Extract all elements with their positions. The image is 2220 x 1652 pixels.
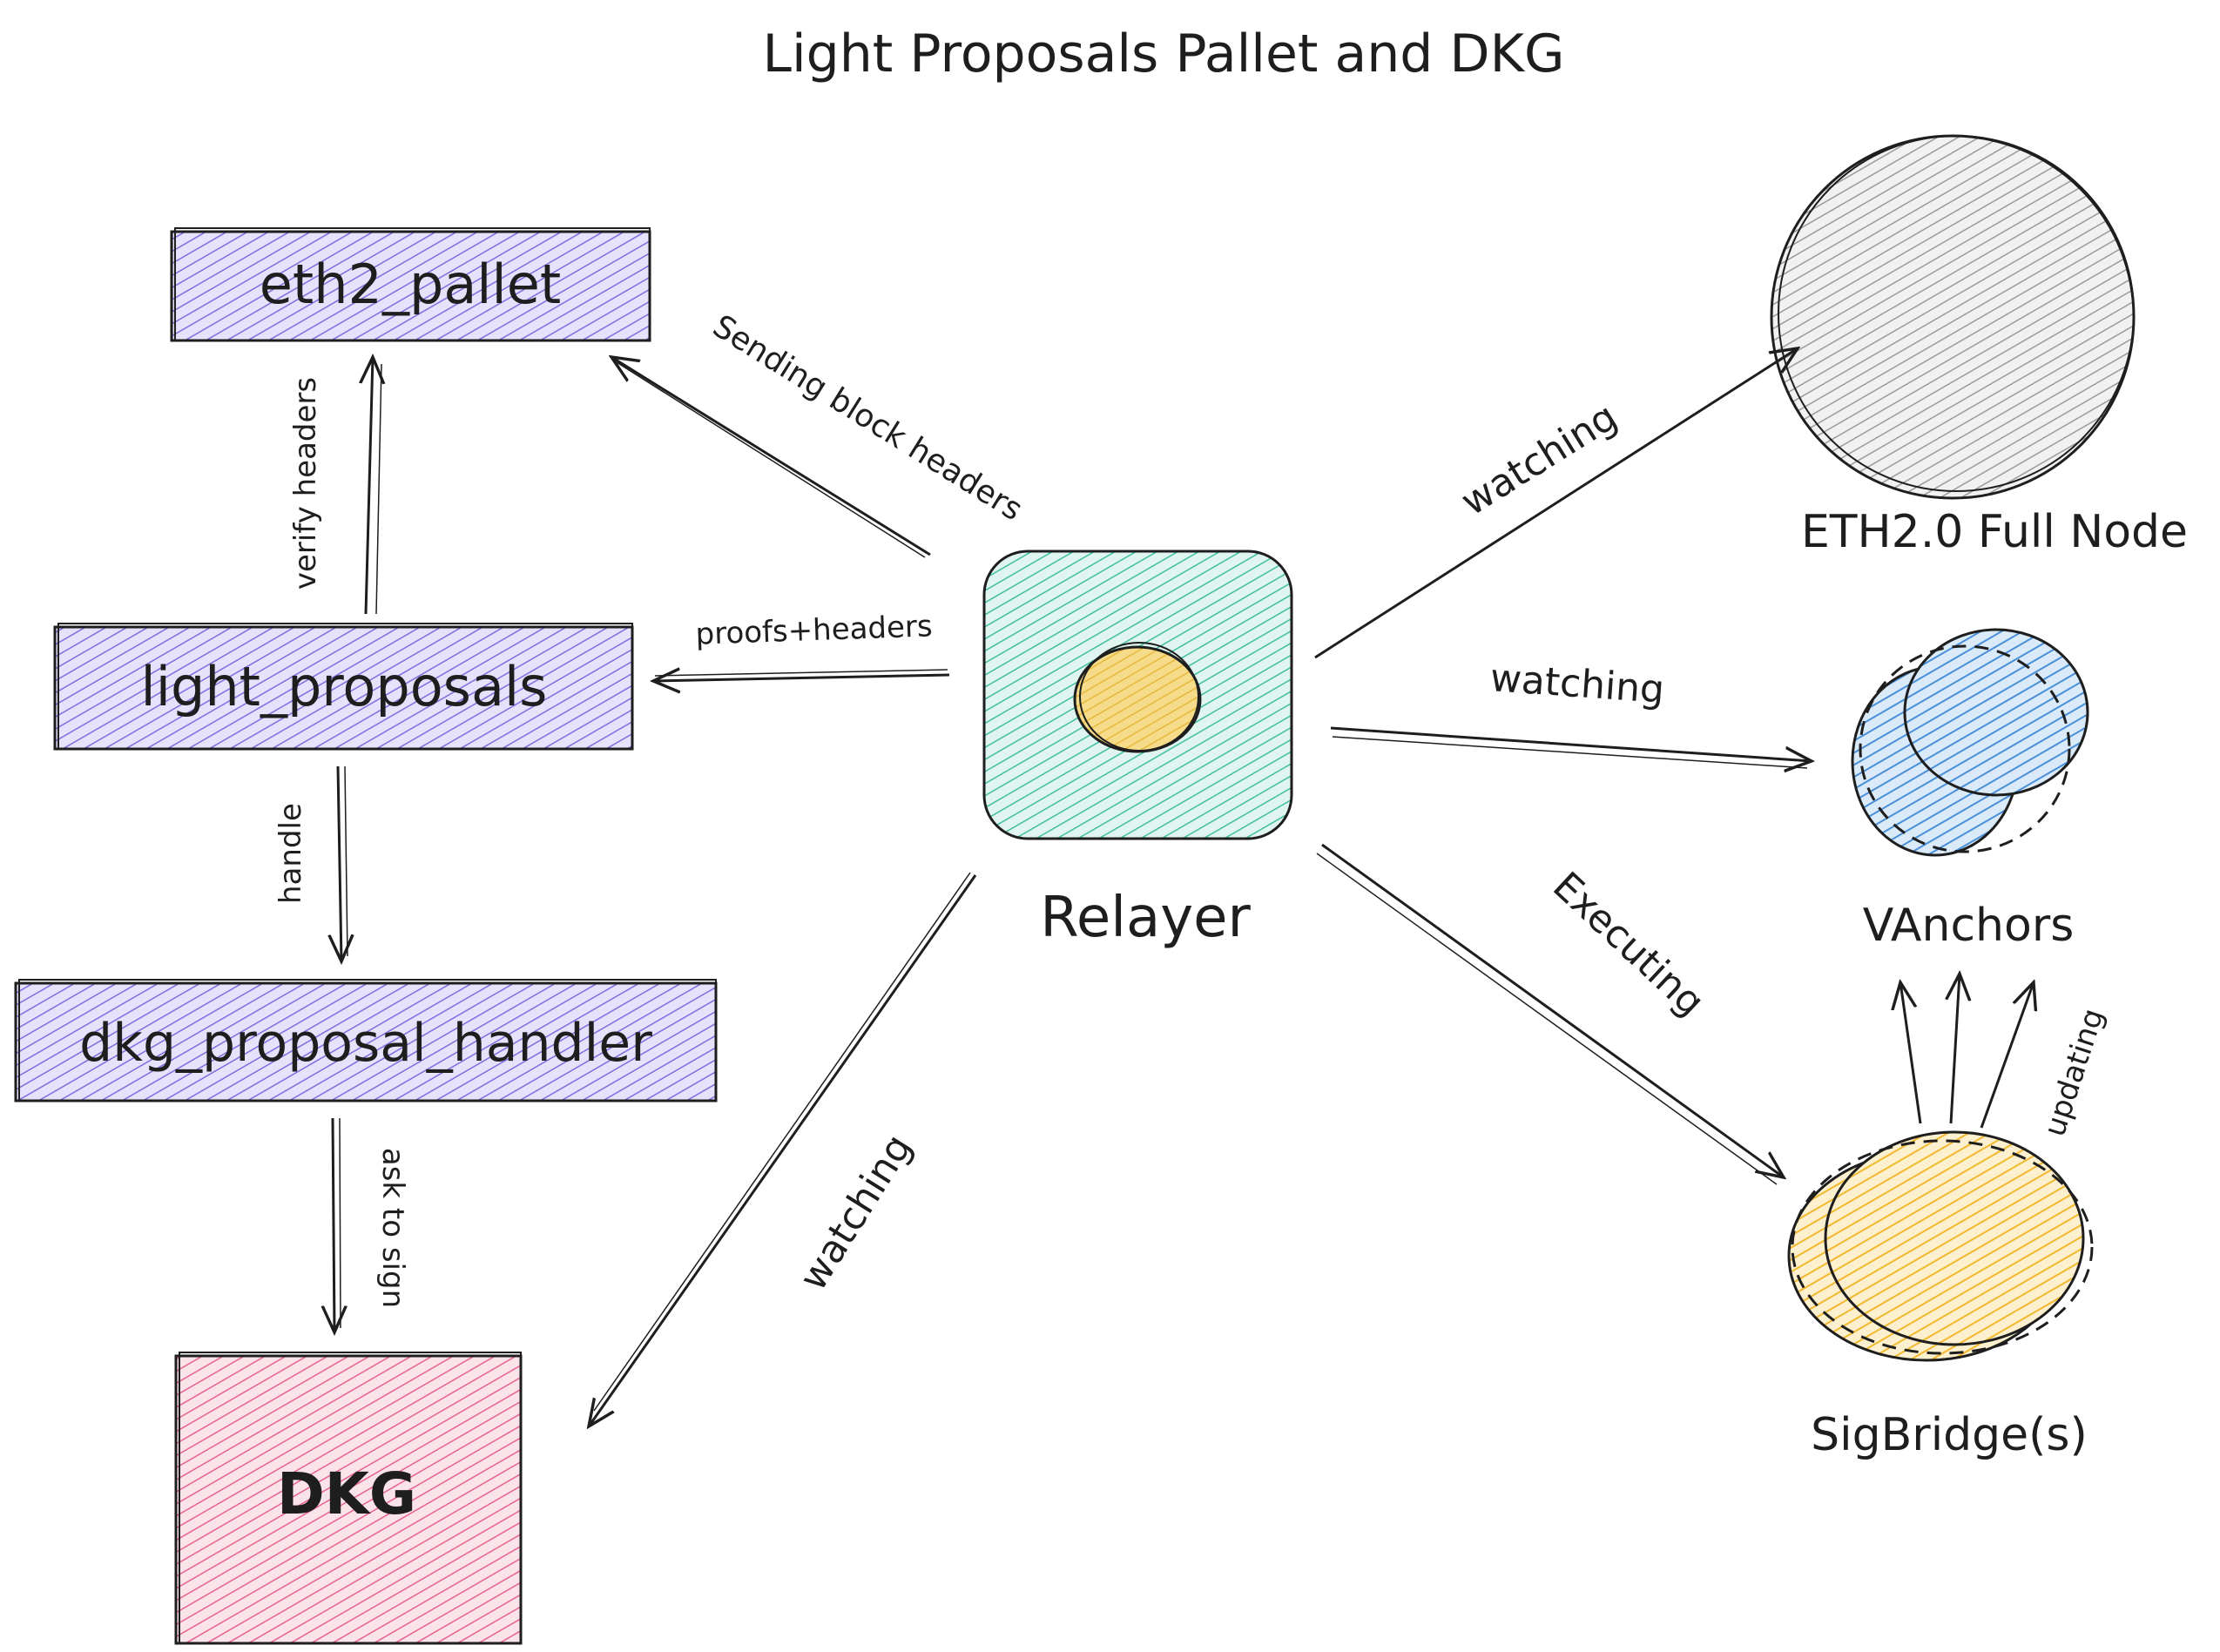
edge-executing: Executing <box>1316 843 1784 1185</box>
edge-label-proofs-headers: proofs+headers <box>695 609 933 651</box>
edge-label-updating: updating <box>2037 1004 2111 1140</box>
sigbridges-node: SigBridge(s) <box>1787 1130 2094 1461</box>
eth2-full-node: ETH2.0 Full Node <box>1770 134 2188 558</box>
eth2-pallet-node: eth2_pallet <box>170 227 651 342</box>
edge-label-watching-eth2: watching <box>1454 394 1625 524</box>
dkg-proposal-handler-label: dkg_proposal_handler <box>79 1013 652 1074</box>
edge-verify-headers: verify headers <box>288 357 381 615</box>
edge-ask-to-sign: ask to sign <box>333 1117 410 1332</box>
relayer-label: Relayer <box>1040 886 1251 950</box>
edge-label-handle: handle <box>273 803 308 904</box>
light-proposals-node: light_proposals <box>53 623 634 751</box>
edge-watching-dkg: watching <box>589 872 977 1426</box>
eth2-full-node-label: ETH2.0 Full Node <box>1801 506 2188 558</box>
edge-handle: handle <box>273 765 348 961</box>
edge-watching-eth2: watching <box>1314 348 1798 659</box>
sigbridges-label: SigBridge(s) <box>1811 1409 2088 1461</box>
edge-label-watching-dkg: watching <box>791 1127 921 1298</box>
relayer-node: Relayer <box>982 550 1293 950</box>
dkg-proposal-handler-node: dkg_proposal_handler <box>14 979 718 1102</box>
edge-label-executing: Executing <box>1544 864 1712 1025</box>
vanchors-label: VAnchors <box>1863 900 2075 952</box>
edge-proofs-headers: proofs+headers <box>653 609 950 681</box>
dkg-node: DKG <box>174 1352 523 1645</box>
eth2-pallet-label: eth2_pallet <box>260 253 561 316</box>
light-proposals-label: light_proposals <box>141 655 548 718</box>
diagram-title: Light Proposals Pallet and DKG <box>763 24 1565 84</box>
vanchors-node: VAnchors <box>1851 628 2089 952</box>
edge-label-sending-block-headers: Sending block headers <box>706 308 1029 528</box>
dkg-label: DKG <box>277 1460 416 1527</box>
edge-watching-vanchors: watching <box>1330 656 1812 768</box>
edge-updating: updating <box>1900 974 2111 1141</box>
edge-label-verify-headers: verify headers <box>288 377 323 590</box>
edge-label-watching-vanchors: watching <box>1488 656 1665 712</box>
edge-sending-block-headers: Sending block headers <box>611 308 1029 558</box>
edge-label-ask-to-sign: ask to sign <box>375 1148 410 1308</box>
